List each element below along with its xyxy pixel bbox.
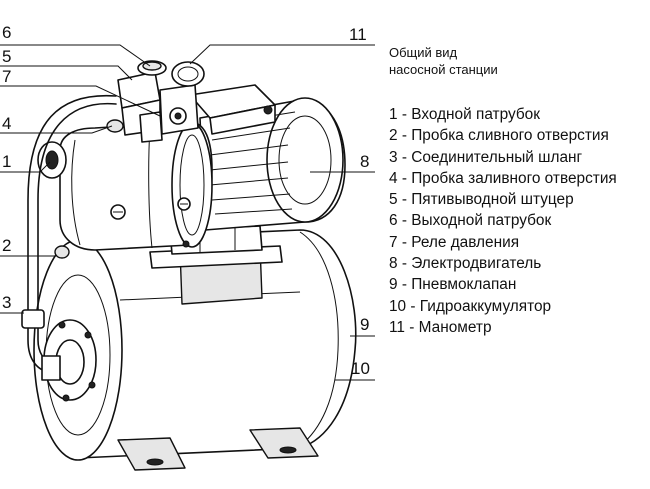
legend-item: 10 - Гидроаккумулятор (389, 297, 552, 315)
callout-labels: 6 5 7 4 1 2 3 11 8 9 10 (2, 23, 370, 378)
legend-item: 1 - Входной патрубок (389, 106, 540, 123)
motor-fins (209, 111, 296, 215)
pressure-gauge (171, 61, 205, 87)
pump-housing (59, 121, 213, 251)
legend-item: 5 - Пятивыводной штуцер (389, 191, 574, 209)
electric-motor (189, 84, 346, 231)
callout-9: 9 (360, 315, 369, 334)
callout-4: 4 (2, 114, 11, 133)
connecting-hose (21, 94, 117, 381)
callout-1: 1 (2, 152, 11, 171)
legend-item: 11 - Манометр (389, 318, 492, 336)
drain-plug (54, 245, 70, 259)
legend-item: 7 - Реле давления (389, 233, 520, 251)
fill-plug (106, 119, 124, 133)
legend-item: 8 - Электродвигатель (389, 255, 542, 273)
legend-item: 9 - Пневмоклапан (389, 276, 517, 294)
callout-6: 6 (2, 23, 11, 42)
tank-feet (117, 427, 319, 471)
legend-title-line1: Общий вид (389, 45, 458, 60)
callout-3: 3 (2, 293, 11, 312)
legend-title-line2: насосной станции (389, 62, 498, 77)
callout-5: 5 (2, 47, 11, 66)
legend-item: 6 - Выходной патрубок (389, 212, 552, 230)
legend-item: 3 - Соединительный шланг (389, 148, 583, 166)
callout-2: 2 (2, 236, 11, 255)
legend-item: 4 - Пробка заливного отверстия (389, 169, 617, 187)
legend-item: 2 - Пробка сливного отверстия (389, 127, 609, 145)
pressure-relay (139, 84, 199, 143)
legend-title: Общий вид насосной станции (389, 44, 498, 78)
callout-10: 10 (351, 359, 370, 378)
leader-lines (0, 44, 375, 381)
legend-list: 1 - Входной патрубок 2 - Пробка сливного… (389, 104, 617, 338)
callout-8: 8 (360, 152, 369, 171)
callout-11: 11 (349, 25, 367, 44)
callout-7: 7 (2, 67, 11, 86)
